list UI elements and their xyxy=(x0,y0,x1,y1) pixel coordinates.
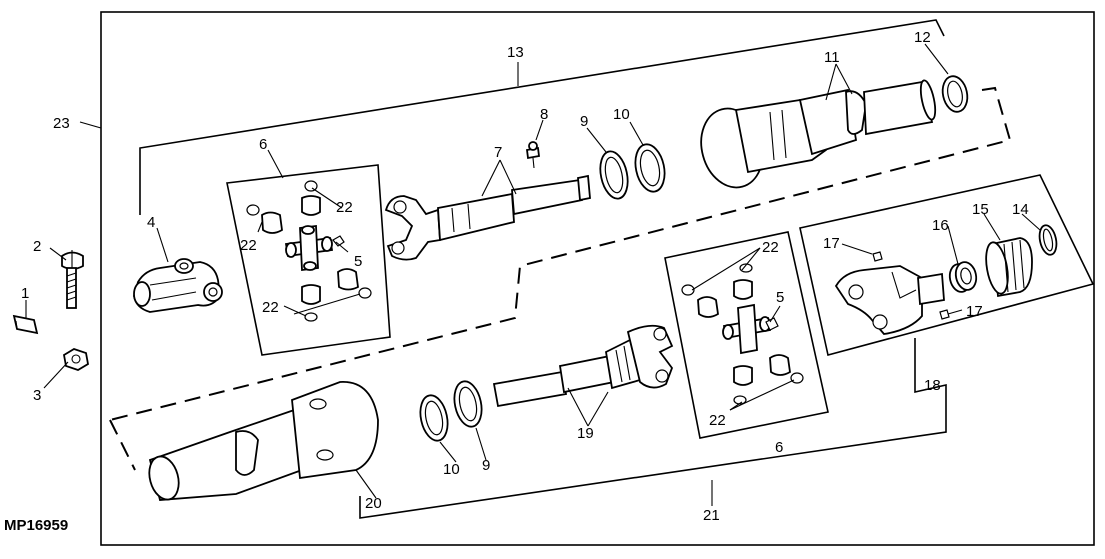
callout-13: 13 xyxy=(507,44,524,61)
callout-10-upper: 10 xyxy=(613,106,630,123)
upper-assembly-dash xyxy=(109,86,1012,421)
callout-22a: 22 xyxy=(336,199,353,216)
bearing-ring-icon xyxy=(419,394,449,442)
callout-20: 20 xyxy=(365,495,382,512)
lower-assembly-dash xyxy=(109,419,136,471)
callout-6-upper: 6 xyxy=(259,136,267,153)
upper-assembly-bracket xyxy=(139,19,945,215)
callout-15: 15 xyxy=(972,201,989,218)
callout-22c: 22 xyxy=(262,299,279,316)
callout-14: 14 xyxy=(1012,201,1029,218)
callout-10-lower: 10 xyxy=(443,461,460,478)
figure-code: MP16959 xyxy=(4,517,68,534)
bearing-ring-icon xyxy=(634,143,666,193)
retaining-ring-icon xyxy=(599,150,629,200)
grease-fitting-icon xyxy=(526,141,540,169)
callout-4: 4 xyxy=(147,214,155,231)
callout-3: 3 xyxy=(33,387,41,404)
spring-collar-icon xyxy=(985,237,1033,298)
diagram-frame xyxy=(100,11,1095,546)
callout-5b: 5 xyxy=(776,289,784,306)
cross-kit-box-lower xyxy=(664,231,829,439)
callout-17a: 17 xyxy=(823,235,840,252)
callout-17b: 17 xyxy=(966,303,983,320)
pin-part-icon xyxy=(872,251,883,262)
drive-shaft-icon xyxy=(384,174,591,261)
callout-8: 8 xyxy=(540,106,548,123)
callout-21: 21 xyxy=(703,507,720,524)
callout-5a: 5 xyxy=(354,253,362,270)
drive-shaft-icon xyxy=(492,324,674,408)
callout-9-lower: 9 xyxy=(482,457,490,474)
spring-part-icon xyxy=(948,261,978,293)
lower-assembly-bracket xyxy=(359,338,947,519)
callout-22e: 22 xyxy=(709,412,726,429)
callout-1: 1 xyxy=(21,285,29,302)
retaining-ring-icon xyxy=(1038,224,1058,256)
callout-6-lower: 6 xyxy=(775,439,783,456)
callout-11: 11 xyxy=(824,49,840,66)
cross-and-bearing-kit-icon xyxy=(246,180,372,322)
pin-part-icon xyxy=(939,309,950,320)
callout-9-upper: 9 xyxy=(580,113,588,130)
nut-part-icon xyxy=(63,348,89,371)
callout-19: 19 xyxy=(577,425,594,442)
bolt-part-icon xyxy=(61,250,84,309)
callout-12: 12 xyxy=(914,29,931,46)
callout-18: 18 xyxy=(924,377,941,394)
callout-23: 23 xyxy=(53,115,70,132)
callout-16: 16 xyxy=(932,217,949,234)
callout-22d: 22 xyxy=(762,239,779,256)
callout-7: 7 xyxy=(494,144,502,161)
guard-shield-icon xyxy=(700,79,937,189)
outer-yoke-box xyxy=(799,174,1095,356)
callout-22b: 22 xyxy=(240,237,257,254)
cross-and-bearing-kit-icon xyxy=(681,263,804,405)
key-part-icon xyxy=(12,314,39,335)
leader-lines xyxy=(25,43,1041,506)
yoke-part-icon xyxy=(133,258,223,313)
retaining-ring-icon xyxy=(453,380,483,428)
cross-kit-box-upper xyxy=(226,164,391,356)
yoke-part-icon xyxy=(834,265,945,335)
guard-shield-icon xyxy=(148,381,379,501)
retaining-ring-icon xyxy=(941,75,969,113)
callout-2: 2 xyxy=(33,238,41,255)
